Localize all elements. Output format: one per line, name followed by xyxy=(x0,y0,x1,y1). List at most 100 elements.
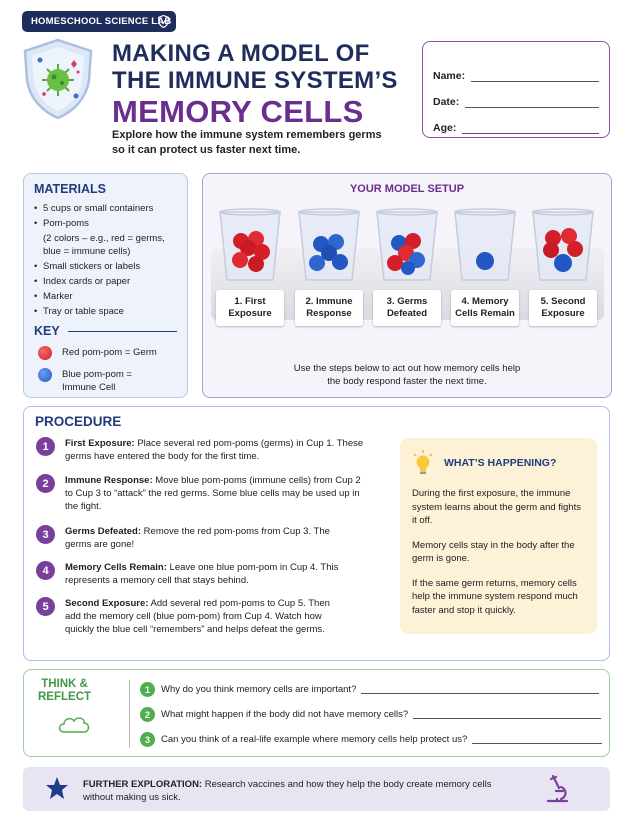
cup-5-label: 5. Second Exposure xyxy=(529,290,597,326)
step-text: Second Exposure: Add several red pom-pom… xyxy=(65,597,330,636)
procedure-heading: PROCEDURE xyxy=(35,414,122,429)
brand-label: HOMESCHOOL SCIENCE LAB xyxy=(31,16,172,27)
lightbulb-icon xyxy=(413,450,433,474)
materials-panel: MATERIALS 5 cups or small containers Pom… xyxy=(23,173,188,398)
cup-4-image xyxy=(454,208,516,281)
subtitle: Explore how the immune system remembers … xyxy=(112,128,402,158)
model-setup-panel: YOUR MODEL SETUP 1. First Exposur xyxy=(202,173,612,398)
happening-paragraph-1: During the first exposure, the immune sy… xyxy=(412,488,581,526)
star-icon xyxy=(46,777,68,799)
brand-badge: HOMESCHOOL SCIENCE LAB xyxy=(22,11,176,32)
key-red-label: Red pom-pom = Germ xyxy=(62,347,157,358)
divider xyxy=(67,330,177,332)
list-item: Marker xyxy=(34,290,177,303)
cup-3-image xyxy=(376,208,438,281)
step-title: First Exposure: xyxy=(65,438,135,449)
cup-4-label: 4. Memory Cells Remain xyxy=(451,290,519,326)
step-text: Immune Response: Move blue pom-poms (imm… xyxy=(65,474,365,513)
step-number: 1 xyxy=(36,437,55,456)
reflect-question: 3 Can you think of a real-life example w… xyxy=(140,732,603,747)
date-row[interactable]: Date: xyxy=(433,82,599,108)
step-title: Memory Cells Remain: xyxy=(65,562,167,573)
procedure-step: 2 Immune Response: Move blue pom-poms (i… xyxy=(36,474,365,513)
key-item-red: Red pom-pom = Germ xyxy=(34,346,177,360)
student-info-box: Name: Date: Age: xyxy=(422,41,610,138)
answer-line[interactable] xyxy=(472,735,603,744)
further-body: Research vaccines and how they help the … xyxy=(83,779,492,803)
question-number: 2 xyxy=(140,707,155,722)
immune-shield-logo-icon xyxy=(23,38,93,120)
date-label: Date: xyxy=(433,96,460,108)
think-reflect-heading: THINK & REFLECT xyxy=(38,678,91,704)
cup-1-image xyxy=(219,208,281,281)
subtitle-line-1: Explore how the immune system remembers … xyxy=(112,129,382,141)
step-body: Remove the red pom-poms from Cup 3. The … xyxy=(65,526,330,550)
cup-5-image xyxy=(532,208,594,281)
thought-bubble-icon xyxy=(58,717,90,733)
list-item: Pom-poms xyxy=(34,217,177,230)
step-number: 5 xyxy=(36,597,55,616)
step-title: Second Exposure: xyxy=(65,598,149,609)
age-field[interactable] xyxy=(462,124,599,134)
whats-happening-header: WHAT’S HAPPENING? xyxy=(412,450,585,476)
model-caption: Use the steps below to act out how memor… xyxy=(203,362,611,388)
date-field[interactable] xyxy=(465,98,599,108)
list-item: (2 colors – e.g., red = germs, blue = im… xyxy=(43,233,165,257)
microscope-icon xyxy=(546,774,569,803)
think-heading-line-1: THINK & xyxy=(41,678,88,690)
subtitle-line-2: so it can protect us faster next time. xyxy=(112,144,301,156)
procedure-step: 3 Germs Defeated: Remove the red pom-pom… xyxy=(36,525,345,551)
step-body: Move blue pom-poms (immune cells) from C… xyxy=(65,475,361,512)
list-item: Small stickers or labels xyxy=(34,260,177,273)
cup-2-label: 2. Immune Response xyxy=(295,290,363,326)
procedure-panel: PROCEDURE 1 First Exposure: Place severa… xyxy=(23,406,610,661)
list-item: Tray or table space xyxy=(34,305,177,318)
age-label: Age: xyxy=(433,122,457,134)
happening-paragraph-3: If the same germ returns, memory cells h… xyxy=(412,577,578,616)
key-blue-label: Blue pom-pom = Immune Cell xyxy=(62,369,132,393)
list-item: Index cards or paper xyxy=(34,275,177,288)
name-field[interactable] xyxy=(471,72,599,82)
step-text: Memory Cells Remain: Leave one blue pom-… xyxy=(65,561,345,587)
cup-1-label: 1. First Exposure xyxy=(216,290,284,326)
step-title: Immune Response: xyxy=(65,475,153,486)
whats-happening-heading: WHAT’S HAPPENING? xyxy=(444,457,557,469)
step-text: Germs Defeated: Remove the red pom-poms … xyxy=(65,525,345,551)
divider xyxy=(129,680,130,748)
caption-line-1: Use the steps below to act out how memor… xyxy=(293,363,521,374)
question-number: 3 xyxy=(140,732,155,747)
title-line-3: MEMORY CELLS xyxy=(112,94,364,129)
list-item: 5 cups or small containers xyxy=(34,202,177,215)
step-body: Leave one blue pom-pom in Cup 4. This re… xyxy=(65,562,339,586)
think-heading-line-2: REFLECT xyxy=(38,691,92,703)
caption-line-2: the body respond faster the next time. xyxy=(327,376,487,387)
page-title: MAKING A MODEL OF THE IMMUNE SYSTEM’S ME… xyxy=(112,40,398,130)
title-line-1: MAKING A MODEL OF xyxy=(112,40,370,67)
key-header: KEY xyxy=(34,324,177,338)
blue-pom-pom-icon xyxy=(38,368,52,382)
answer-line[interactable] xyxy=(361,685,600,694)
name-row[interactable]: Name: xyxy=(433,56,599,82)
question-text: Why do you think memory cells are import… xyxy=(161,684,357,695)
procedure-step: 5 Second Exposure: Add several red pom-p… xyxy=(36,597,330,636)
question-text: What might happen if the body did not ha… xyxy=(161,709,409,720)
whats-happening-box: WHAT’S HAPPENING? During the first expos… xyxy=(400,438,597,634)
happening-paragraph-2: Memory cells stay in the body after the … xyxy=(412,539,575,565)
step-body: Add several red pom-poms to Cup 5. Then … xyxy=(65,598,330,635)
further-exploration-banner: FURTHER EXPLORATION: Research vaccines a… xyxy=(23,767,610,811)
name-label: Name: xyxy=(433,70,466,82)
step-number: 2 xyxy=(36,474,55,493)
answer-line[interactable] xyxy=(413,710,602,719)
cup-2-image xyxy=(298,208,360,281)
reflect-question: 1 Why do you think memory cells are impo… xyxy=(140,682,600,697)
procedure-step: 1 First Exposure: Place several red pom-… xyxy=(36,437,365,463)
step-number: 3 xyxy=(36,525,55,544)
shield-icon xyxy=(158,15,169,28)
model-setup-heading: YOUR MODEL SETUP xyxy=(349,183,465,195)
step-number: 4 xyxy=(36,561,55,580)
key-item-blue: Blue pom-pom = Immune Cell xyxy=(34,368,177,394)
age-row[interactable]: Age: xyxy=(433,108,599,134)
reflect-question: 2 What might happen if the body did not … xyxy=(140,707,602,722)
step-title: Germs Defeated: xyxy=(65,526,142,537)
procedure-step: 4 Memory Cells Remain: Leave one blue po… xyxy=(36,561,345,587)
